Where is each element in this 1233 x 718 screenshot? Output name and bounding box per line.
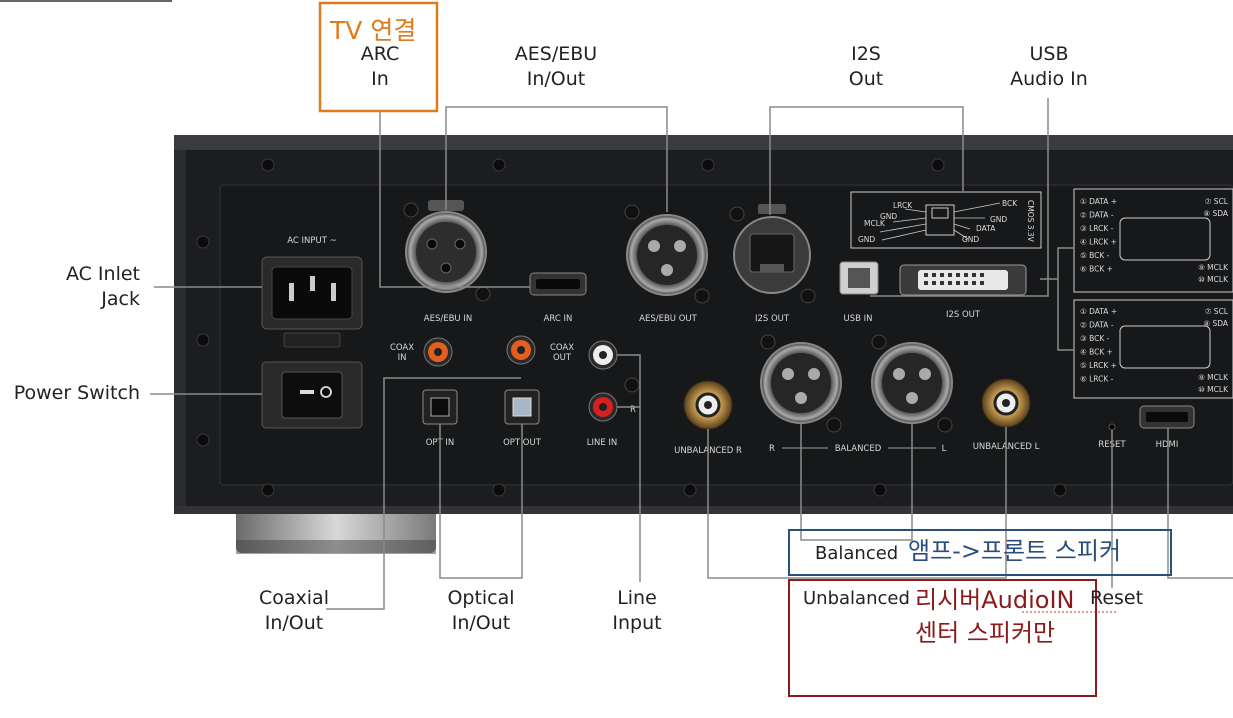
dvi2-right-pin-2: ⑧ SDA	[1203, 319, 1229, 328]
amp-front-box	[788, 529, 1172, 576]
dvi1-left-pin-1: ① DATA +	[1080, 197, 1117, 206]
dvi2-left-pin-5: ⑤ LRCK +	[1080, 361, 1117, 370]
rj45-pin-gnd-3: GND	[990, 215, 1007, 224]
rj45-pinout-box: LRCK GND MCLK GND BCK GND DATA GND CMOS …	[850, 191, 1042, 249]
callout-unbalanced: Unbalanced	[803, 588, 910, 609]
dvi1-right-pin-2: ⑧ SDA	[1203, 209, 1229, 218]
dvi2-left-pin-6: ⑥ LRCK -	[1080, 375, 1114, 384]
rj45-pin-gnd-4: GND	[962, 235, 979, 244]
label-ac-input: AC INPUT ~	[287, 236, 337, 246]
annotation-amp-front: 앰프->프론트 스피커	[908, 537, 1122, 565]
callout-lines	[150, 98, 1233, 610]
annotation-center-speaker: 센터 스피커만	[915, 619, 1056, 647]
rj45-pin-mclk: MCLK	[864, 219, 886, 228]
label-cmos: CMOS 3.3V	[1026, 200, 1035, 243]
label-hdmi: HDMI	[1156, 440, 1179, 450]
label-i2s-out-rj: I2S OUT	[755, 314, 790, 324]
dvi1-right-pin-3: ⑨ MCLK	[1198, 263, 1229, 272]
reset-button	[1108, 423, 1116, 431]
dvi2-right-pin-3: ⑨ MCLK	[1198, 373, 1229, 382]
callout-aes-ebu: AES/EBU In/Out	[514, 43, 598, 90]
callout-reset: Reset	[1090, 587, 1144, 609]
callout-ac-inlet-jack: AC Inlet Jack	[65, 263, 140, 310]
label-arc-in: ARC IN	[544, 314, 573, 324]
label-balanced-r-pin: R	[769, 444, 775, 454]
label-usb-in: USB IN	[843, 314, 872, 324]
tv-connect-box	[318, 1, 439, 113]
dvi-pinout-block-1: ① DATA + ② DATA - ③ LRCK - ④ LRCK + ⑤ BCK - ⑥…	[1073, 188, 1233, 293]
label-line-in-r-pin: R	[630, 405, 636, 415]
callout-usb-audio-in: USB Audio In	[1010, 43, 1088, 90]
dvi1-right-pin-4: ⑩ MCLK	[1198, 275, 1229, 284]
dvi1-left-pin-2: ② DATA -	[1080, 211, 1114, 220]
dvi-pinout-block-2: ① DATA + ② DATA - ③ BCK - ④ BCK + ⑤ LRCK + ⑥ …	[1073, 299, 1233, 399]
dvi2-left-pin-2: ② DATA -	[1080, 321, 1114, 330]
callout-coaxial: Coaxial In/Out	[259, 587, 329, 634]
label-i2s-out-dvi: I2S OUT	[946, 310, 981, 320]
rj45-pin-data: DATA	[976, 224, 996, 233]
label-balanced-l-pin: L	[942, 444, 947, 454]
label-line-in: LINE IN	[587, 438, 618, 448]
label-aes-ebu-out: AES/EBU OUT	[639, 314, 697, 324]
dvi2-right-pin-1: ⑦ SCL	[1205, 307, 1229, 316]
dvi1-right-pin-1: ⑦ SCL	[1205, 197, 1229, 206]
rj45-pin-gnd-2: GND	[858, 235, 875, 244]
annotation-tv-connect: TV 연결	[330, 16, 417, 45]
dvi1-left-pin-6: ⑥ BCK +	[1080, 265, 1113, 274]
chassis-bottom	[174, 506, 1233, 514]
callout-balanced: Balanced	[815, 543, 899, 564]
rj45-pin-lrck: LRCK	[893, 201, 913, 210]
dvi2-right-pin-4: ⑩ MCLK	[1198, 385, 1229, 394]
label-balanced: BALANCED	[835, 444, 882, 454]
dvi2-left-pin-4: ④ BCK +	[1080, 348, 1113, 357]
callout-power-switch: Power Switch	[13, 382, 140, 404]
dvi2-left-pin-1: ① DATA +	[1080, 307, 1117, 316]
callout-line-input: Line Input	[612, 587, 662, 634]
label-aes-ebu-in: AES/EBU IN	[424, 314, 472, 324]
dvi2-left-pin-3: ③ BCK -	[1080, 334, 1110, 343]
annotation-receiver-audio-in: 리시버AudioIN	[915, 586, 1075, 614]
dvi1-left-pin-3: ③ LRCK -	[1080, 224, 1114, 233]
dvi1-left-pin-4: ④ LRCK +	[1080, 238, 1117, 247]
dvi1-left-pin-5: ⑤ BCK -	[1080, 251, 1110, 260]
receiver-box	[788, 579, 1097, 697]
callout-optical: Optical In/Out	[447, 587, 515, 634]
callout-i2s-out: I2S Out	[848, 43, 884, 90]
callout-arc-in: ARC In	[360, 43, 400, 90]
rj45-pin-gnd-1: GND	[880, 212, 897, 221]
rj45-pin-bck: BCK	[1002, 199, 1018, 208]
